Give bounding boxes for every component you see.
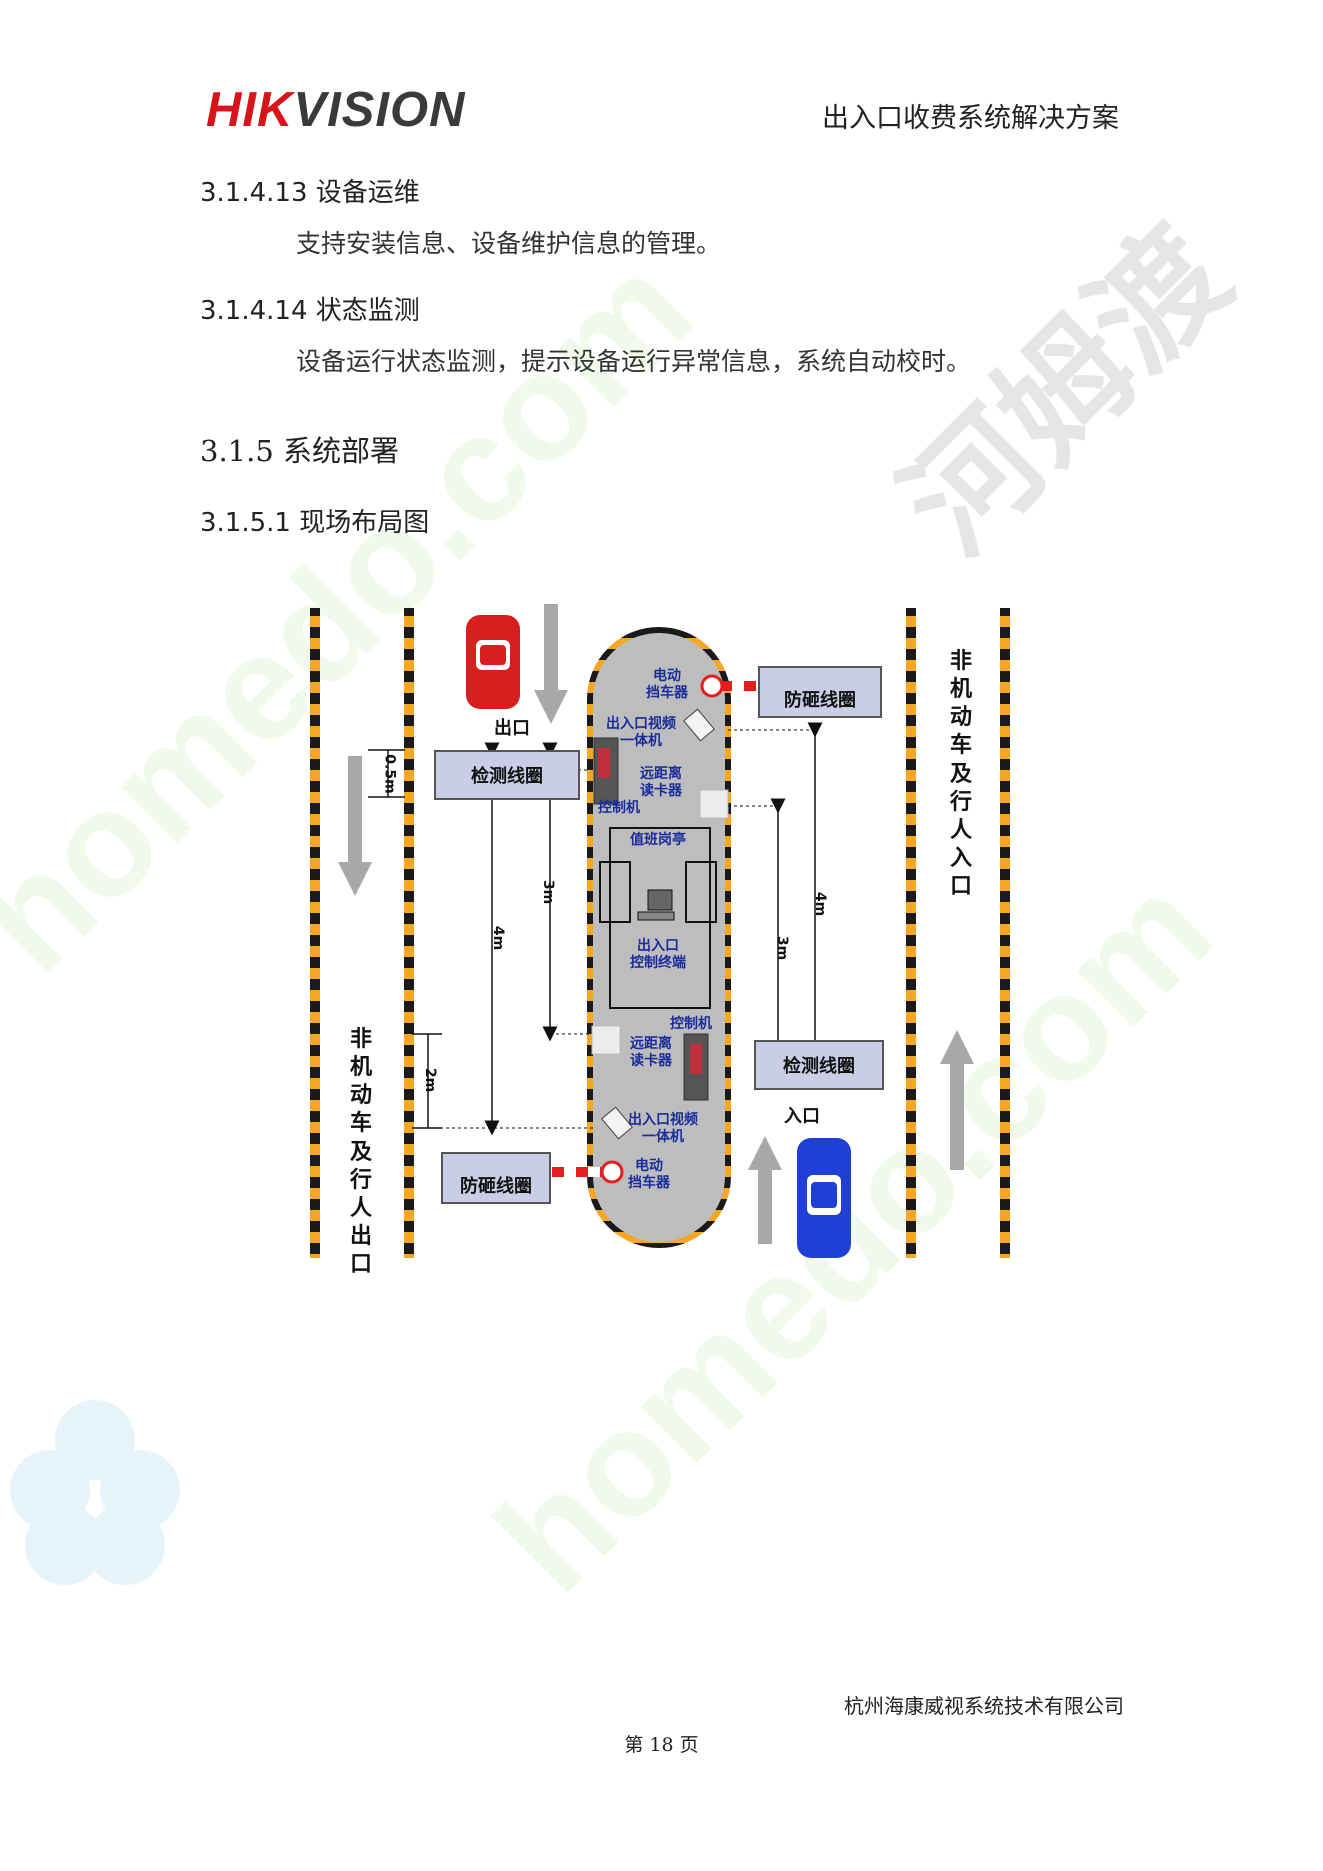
barrier-gate-top: [700, 674, 724, 698]
dim-label-3m-left: 3m: [540, 879, 557, 905]
paragraph-maintenance: 支持安装信息、设备维护信息的管理。: [296, 229, 722, 258]
heading-title: 系统部署: [283, 434, 400, 468]
label-booth: 值班岗亭: [630, 832, 686, 848]
page-number: 第 18 页: [624, 1734, 699, 1756]
heading-title: 设备运维: [315, 178, 420, 208]
anti-smash-loop-bottom: 防砸线圈: [441, 1152, 551, 1204]
curb-line-3: [906, 608, 916, 1258]
dim-label-4m-left: 4m: [490, 925, 507, 951]
entry-direction-arrow: [748, 1136, 782, 1244]
label-controller-top: 控制机: [598, 800, 640, 816]
exit-direction-arrow: [534, 604, 568, 724]
entry-car: [797, 1138, 851, 1258]
logo-part-vision: VISION: [293, 83, 466, 137]
exit-label: 出口: [494, 718, 530, 739]
label-barrier-gate-top: 电动 挡车器: [646, 668, 688, 701]
right-lane-arrow: [940, 1030, 974, 1170]
heading-3-1-4-13: 3.1.4.13 设备运维: [200, 172, 420, 209]
loop-detector-entry: 检测线圈: [754, 1040, 884, 1090]
exit-car: [466, 615, 520, 709]
booth-window-left: [599, 861, 631, 923]
dim-label-05m: 0.5m: [381, 754, 398, 794]
label-rfid-top: 远距离 读卡器: [640, 766, 682, 799]
rfid-reader-bottom: [591, 1025, 621, 1055]
curb-line-1: [310, 608, 320, 1258]
label-controller-bottom: 控制机: [670, 1016, 712, 1032]
logo-part-hik: HIK: [206, 83, 294, 137]
controller-screen-top: [598, 748, 610, 778]
computer-icon: [637, 889, 675, 921]
loop-detector-exit: 检测线圈: [434, 750, 580, 800]
entrance-label: 入口: [784, 1106, 820, 1127]
rfid-reader-top: [699, 789, 729, 819]
label-barrier-gate-bottom: 电动 挡车器: [628, 1158, 670, 1191]
footer-company: 杭州海康威视系统技术有限公司: [844, 1694, 1124, 1718]
booth: [609, 827, 711, 1009]
booth-window-right: [685, 861, 717, 923]
controller-screen-bottom: [690, 1044, 702, 1074]
label-lpr-camera-top: 出入口视频 一体机: [606, 716, 676, 749]
anti-smash-loop-top: 防砸线圈: [758, 666, 882, 718]
right-side-label: 非机动车及行人入口: [949, 649, 972, 900]
dim-label-3m-right: 3m: [774, 935, 791, 961]
heading-title: 状态监测: [315, 296, 420, 326]
label-lpr-camera-bottom: 出入口视频 一体机: [628, 1112, 698, 1145]
curb-line-4: [1000, 608, 1010, 1258]
heading-number: 3.1.5.1: [200, 508, 291, 538]
heading-number: 3.1.4.14: [200, 296, 308, 326]
heading-number: 3.1.5: [200, 434, 274, 468]
curb-line-2: [404, 608, 414, 1258]
paragraph-status-monitor: 设备运行状态监测，提示设备运行异常信息，系统自动校时。: [296, 347, 972, 376]
dim-label-2m: 2m: [422, 1067, 439, 1093]
heading-3-1-5-1: 3.1.5.1 现场布局图: [200, 502, 429, 539]
dim-label-4m-right: 4m: [812, 891, 829, 917]
heading-3-1-5: 3.1.5 系统部署: [200, 428, 399, 470]
left-lane-arrow: [338, 756, 372, 896]
document-title: 出入口收费系统解决方案: [822, 103, 1119, 134]
camera-top: [683, 708, 715, 742]
camera-bottom: [601, 1106, 633, 1140]
heading-number: 3.1.4.13: [200, 178, 308, 208]
barrier-gate-bottom: [600, 1160, 624, 1184]
label-control-terminal: 出入口 控制终端: [630, 938, 686, 971]
heading-3-1-4-14: 3.1.4.14 状态监测: [200, 290, 420, 327]
left-side-label: 非机动车及行人出口: [349, 1027, 372, 1278]
hikvision-logo: HIKVISION: [206, 86, 465, 135]
heading-title: 现场布局图: [299, 508, 430, 538]
label-rfid-bottom: 远距离 读卡器: [630, 1036, 672, 1069]
